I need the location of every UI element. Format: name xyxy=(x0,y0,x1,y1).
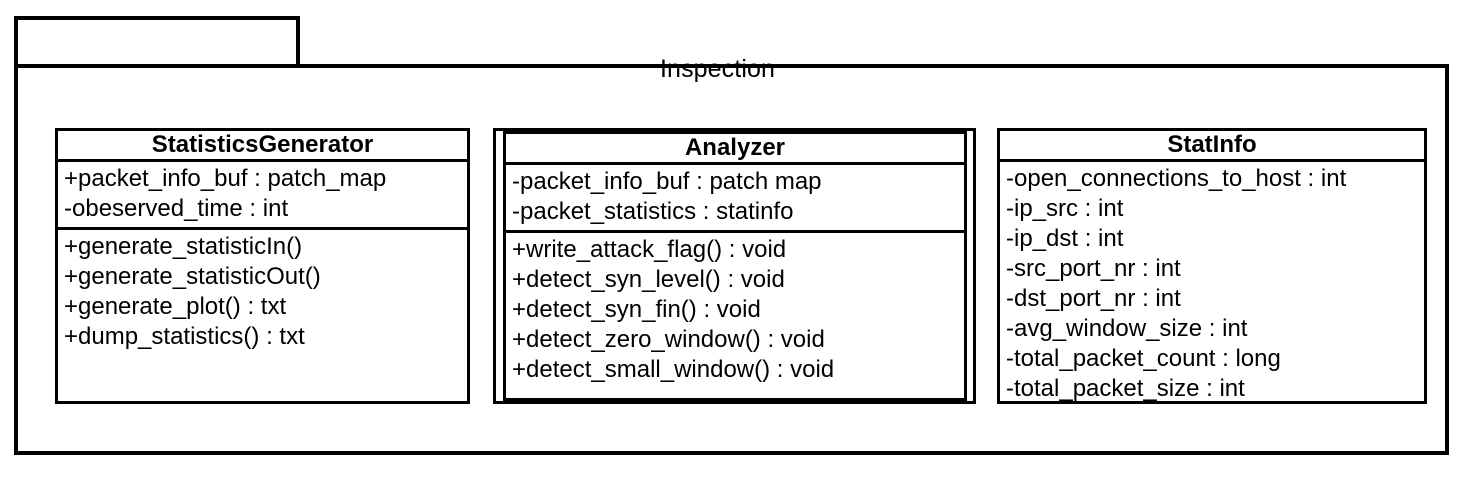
method-row: +detect_small_window() : void xyxy=(512,356,835,383)
attribute-row: -total_packet_size : int xyxy=(1006,375,1245,402)
package-title: Inspection xyxy=(660,55,775,83)
attribute-row: -packet_info_buf : patch map xyxy=(512,168,822,195)
method-row: +detect_syn_level() : void xyxy=(512,266,785,293)
attribute-row: -src_port_nr : int xyxy=(1006,255,1181,282)
attributes-compartment-statistics-generator: +packet_info_buf : patch_map -obeserved_… xyxy=(58,162,467,230)
method-row: +detect_syn_fin() : void xyxy=(512,296,761,323)
class-header-statistics-generator: StatisticsGenerator xyxy=(58,131,467,162)
attribute-row: -dst_port_nr : int xyxy=(1006,285,1181,312)
method-row: +generate_plot() : txt xyxy=(64,293,287,320)
attribute-row: -ip_src : int xyxy=(1006,195,1124,222)
class-header-analyzer: Analyzer xyxy=(506,134,964,165)
method-row: +write_attack_flag() : void xyxy=(512,236,787,263)
methods-compartment-statistics-generator: +generate_statisticIn() +generate_statis… xyxy=(58,230,467,355)
attribute-row: -open_connections_to_host : int xyxy=(1006,165,1347,192)
package-tab xyxy=(14,16,300,64)
class-name-statistics-generator: StatisticsGenerator xyxy=(151,131,374,158)
attribute-row: -total_packet_count : long xyxy=(1006,345,1281,372)
attributes-compartment-stat-info: -open_connections_to_host : int -ip_src … xyxy=(1000,162,1424,407)
method-row: +dump_statistics() : txt xyxy=(64,323,305,350)
attribute-row: -packet_statistics : statinfo xyxy=(512,198,794,225)
method-row: +generate_statisticIn() xyxy=(64,233,303,260)
class-box-statistics-generator[interactable]: StatisticsGenerator +packet_info_buf : p… xyxy=(55,128,470,404)
method-row: +generate_statisticOut() xyxy=(64,263,321,290)
attributes-compartment-analyzer: -packet_info_buf : patch map -packet_sta… xyxy=(506,165,964,233)
attribute-row: +packet_info_buf : patch_map xyxy=(64,165,387,192)
class-name-analyzer: Analyzer xyxy=(684,134,786,161)
attribute-row: -obeserved_time : int xyxy=(64,195,289,222)
methods-compartment-analyzer: +write_attack_flag() : void +detect_syn_… xyxy=(506,233,964,388)
class-box-analyzer[interactable]: Analyzer -packet_info_buf : patch map -p… xyxy=(493,128,976,404)
class-box-stat-info[interactable]: StatInfo -open_connections_to_host : int… xyxy=(997,128,1427,404)
class-name-stat-info: StatInfo xyxy=(1167,131,1257,158)
attribute-row: -ip_dst : int xyxy=(1006,225,1124,252)
class-header-stat-info: StatInfo xyxy=(1000,131,1424,162)
class-inner-frame-analyzer: Analyzer -packet_info_buf : patch map -p… xyxy=(503,131,967,401)
attribute-row: -avg_window_size : int xyxy=(1006,315,1248,342)
method-row: +detect_zero_window() : void xyxy=(512,326,825,353)
